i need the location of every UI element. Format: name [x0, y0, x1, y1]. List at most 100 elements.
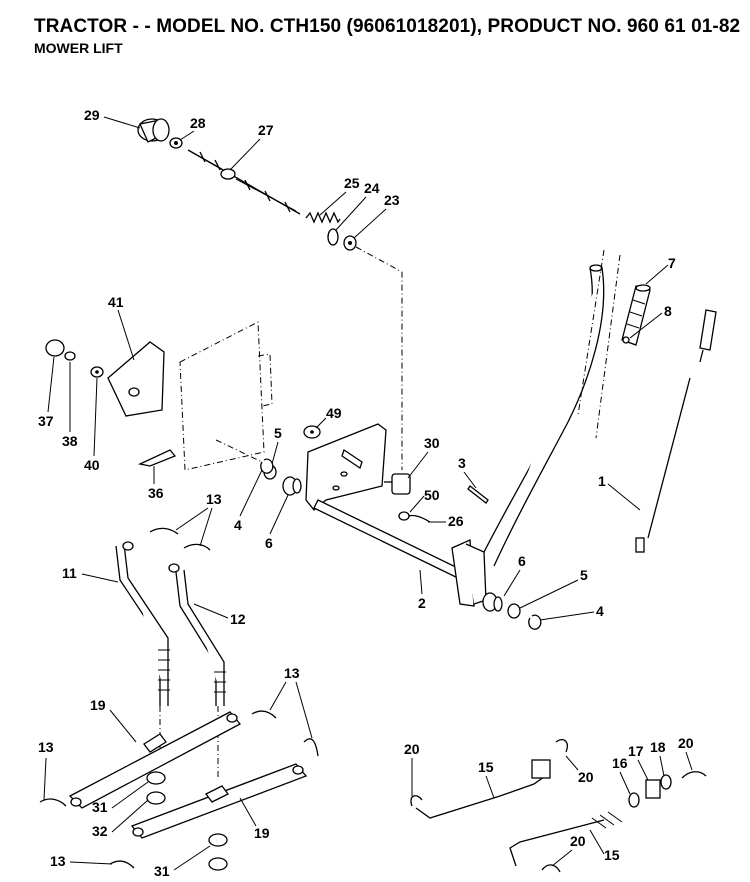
- callout-31a: 31: [92, 781, 149, 815]
- callout-18: 18: [650, 739, 666, 777]
- callout-20b: 20: [565, 755, 594, 785]
- svg-text:6: 6: [518, 553, 526, 569]
- svg-text:23: 23: [384, 192, 400, 208]
- callout-24: 24: [335, 180, 380, 231]
- svg-text:13: 13: [284, 665, 300, 681]
- bearing-right-part: [482, 592, 503, 612]
- svg-text:49: 49: [326, 405, 342, 421]
- trunnion-part: [384, 473, 411, 495]
- callout-37: 37: [38, 356, 55, 429]
- callout-30: 30: [407, 435, 440, 479]
- hand-grip-part: [621, 284, 651, 346]
- svg-text:18: 18: [650, 739, 666, 755]
- nut-part: [343, 235, 357, 251]
- callout-4b: 4: [539, 603, 604, 621]
- release-rod-part: [635, 309, 717, 553]
- deck-clips-part: [410, 771, 707, 873]
- spring-clip-part: [45, 339, 65, 357]
- grip-pin-part: [622, 336, 630, 344]
- svg-text:20: 20: [678, 735, 694, 751]
- callout-1: 1: [598, 473, 641, 511]
- svg-text:31: 31: [154, 863, 170, 879]
- roll-pin-part: [467, 485, 489, 504]
- callout-13a: 13: [175, 491, 222, 547]
- callout-6a: 6: [265, 494, 289, 551]
- lift-plate-part: [305, 423, 387, 511]
- callout-2: 2: [418, 569, 426, 611]
- callout-11: 11: [62, 565, 119, 583]
- callout-41: 41: [108, 294, 135, 361]
- svg-text:3: 3: [458, 455, 466, 471]
- callout-6b: 6: [503, 553, 526, 597]
- deck-rod-upper-part: [415, 738, 568, 819]
- callout-40: 40: [84, 377, 100, 473]
- callout-15a: 15: [478, 759, 495, 799]
- callout-19b: 19: [239, 797, 270, 841]
- callout-31b: 31: [154, 845, 211, 879]
- spring-part: [305, 211, 341, 224]
- plate-washer-part: [303, 425, 321, 439]
- callout-17: 17: [628, 743, 649, 781]
- svg-text:40: 40: [84, 457, 100, 473]
- callout-12: 12: [193, 603, 246, 627]
- callout-20c: 20: [678, 735, 694, 771]
- svg-text:29: 29: [84, 107, 100, 123]
- svg-text:1: 1: [598, 473, 606, 489]
- page-subtitle: MOWER LIFT: [34, 40, 123, 56]
- svg-text:7: 7: [668, 255, 676, 271]
- callout-4a: 4: [234, 469, 263, 533]
- svg-text:37: 37: [38, 413, 54, 429]
- callout-29: 29: [84, 107, 141, 129]
- callout-3: 3: [458, 455, 477, 489]
- lift-link-left-part: [115, 541, 170, 706]
- callout-38: 38: [62, 362, 78, 449]
- lift-arm-upper-part: [68, 711, 242, 809]
- svg-text:31: 31: [92, 799, 108, 815]
- cable-guide-part: [137, 449, 177, 467]
- svg-text:8: 8: [664, 303, 672, 319]
- svg-text:15: 15: [604, 847, 620, 863]
- svg-text:4: 4: [596, 603, 604, 619]
- svg-text:13: 13: [38, 739, 54, 755]
- svg-text:5: 5: [580, 567, 588, 583]
- lift-arm-lower-part: [130, 763, 308, 839]
- svg-text:20: 20: [578, 769, 594, 785]
- callout-16: 16: [612, 755, 631, 795]
- svg-text:26: 26: [448, 513, 464, 529]
- washer-part: [327, 228, 339, 246]
- svg-text:19: 19: [254, 825, 270, 841]
- retaining-ring-part: [260, 458, 542, 630]
- svg-text:17: 17: [628, 743, 644, 759]
- callout-13d: 13: [50, 853, 113, 869]
- small-washer-part: [90, 366, 104, 378]
- svg-text:27: 27: [258, 122, 274, 138]
- svg-text:13: 13: [206, 491, 222, 507]
- callout-5b: 5: [519, 567, 588, 609]
- deck-nut-part: [628, 792, 640, 808]
- page-title: TRACTOR - - MODEL NO. CTH150 (9606101820…: [34, 16, 741, 37]
- cross-shaft-part: [313, 499, 487, 607]
- svg-text:41: 41: [108, 294, 124, 310]
- callout-26: 26: [428, 513, 464, 529]
- pivot-bracket-part: [107, 341, 165, 417]
- callout-28: 28: [179, 115, 206, 141]
- callout-5a: 5: [271, 425, 282, 465]
- hair-pin-clips-part: [39, 527, 319, 869]
- callout-13c: 13: [38, 739, 54, 801]
- callout-13b: 13: [269, 665, 313, 739]
- svg-text:16: 16: [612, 755, 628, 771]
- callout-19a: 19: [90, 697, 137, 743]
- callout-7: 7: [645, 255, 676, 285]
- svg-text:38: 38: [62, 433, 78, 449]
- lift-handle-part: [479, 264, 605, 567]
- callout-8: 8: [629, 303, 672, 339]
- ferrule-nut-part: [660, 774, 672, 790]
- callout-20a: 20: [404, 741, 420, 796]
- knob-part: [137, 118, 170, 143]
- frame-plate-part: [179, 321, 273, 471]
- svg-text:20: 20: [570, 833, 586, 849]
- callout-50: 50: [409, 487, 440, 513]
- callout-23: 23: [353, 192, 400, 239]
- ferrule-part: [645, 779, 661, 799]
